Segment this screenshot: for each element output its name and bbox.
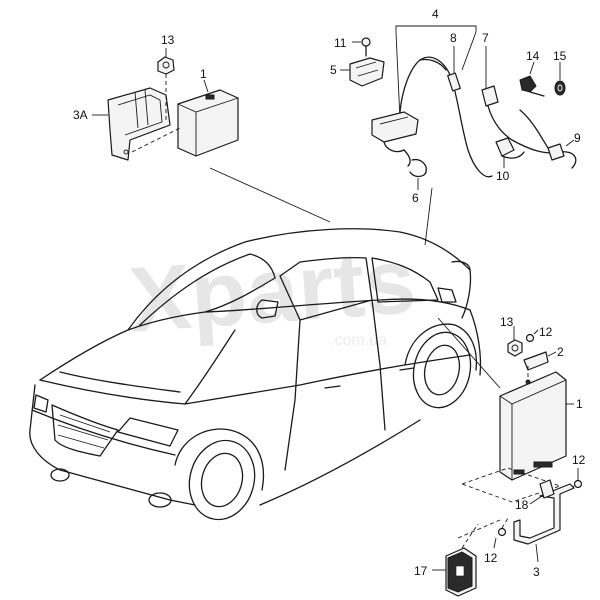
watermark-sub: .com.ua [330,332,387,349]
watermark: Xparts .com.ua [126,230,419,352]
connector-10 [495,137,525,168]
callout-1-top: 1 [200,67,207,81]
module-1-right [499,371,574,481]
screw-12-upper [525,329,539,343]
connector-7 [481,46,513,141]
screw-12-lower [493,517,509,549]
callout-12-right: 12 [572,453,586,467]
connector-8 [447,46,461,92]
leader-right-to-car [437,317,501,389]
clip-6 [409,158,427,190]
callout-10: 10 [496,169,510,183]
callout-9: 9 [574,131,581,145]
callout-17: 17 [414,564,428,578]
callout-4-bracket [395,25,477,32]
callout-3: 3 [533,565,540,579]
callout-18: 18 [515,498,529,512]
callout-14: 14 [526,49,540,63]
callout-7: 7 [482,31,489,45]
callout-3a: 3A [73,108,88,122]
dash-to-module-17 [457,519,501,539]
leader-1-top [203,79,209,93]
callout-6: 6 [412,191,419,205]
callout-13-top: 13 [161,33,175,47]
car-outline [29,228,482,521]
callout-15: 15 [553,49,567,63]
callout-12-upper: 12 [539,325,553,339]
grommet-15 [554,62,566,96]
callout-8: 8 [450,31,457,45]
clip-14 [519,61,545,97]
callout-2: 2 [557,345,564,359]
bracket-3a [107,87,171,161]
bracket-3 [513,483,575,563]
screw-11 [352,37,371,57]
module-17 [432,523,479,597]
leader-antenna-to-car [424,187,433,246]
bracket-5 [340,57,385,87]
callout-4: 4 [432,7,439,21]
cable-9 [511,109,577,169]
module-1-top [177,89,239,157]
callout-13-right: 13 [500,315,514,329]
nut-13-top [157,48,175,120]
callout-5: 5 [330,63,337,77]
callout-1-right: 1 [576,397,583,411]
leader-top-left-to-car [209,167,331,223]
callout-12-lower: 12 [484,551,498,565]
nut-13-right [507,326,523,357]
callout-11: 11 [334,36,347,50]
dash-3a-to-1 [131,127,181,153]
connector-18 [529,479,555,505]
antenna-amplifier [371,111,419,153]
